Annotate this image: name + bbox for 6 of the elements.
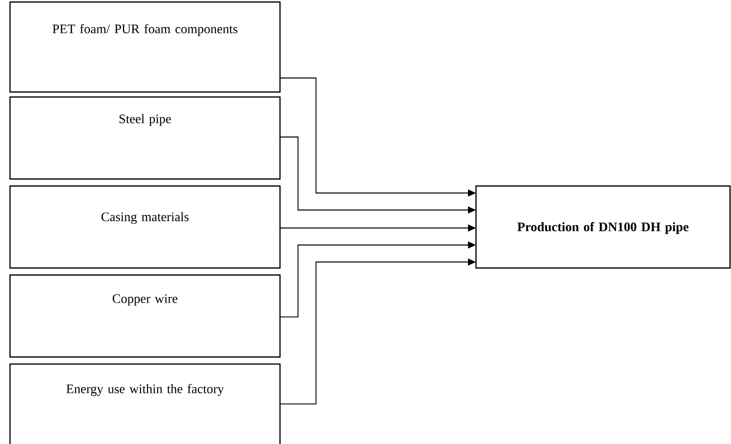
- process-box: Production of DN100 DH pipe: [475, 185, 731, 269]
- input-box: Energy use within the factory: [9, 363, 281, 444]
- input-box: Casing materials: [9, 185, 281, 269]
- input-box: Copper wire: [9, 274, 281, 358]
- input-box: Steel pipe: [9, 96, 281, 180]
- input-box: PET foam/ PUR foam components: [9, 1, 281, 93]
